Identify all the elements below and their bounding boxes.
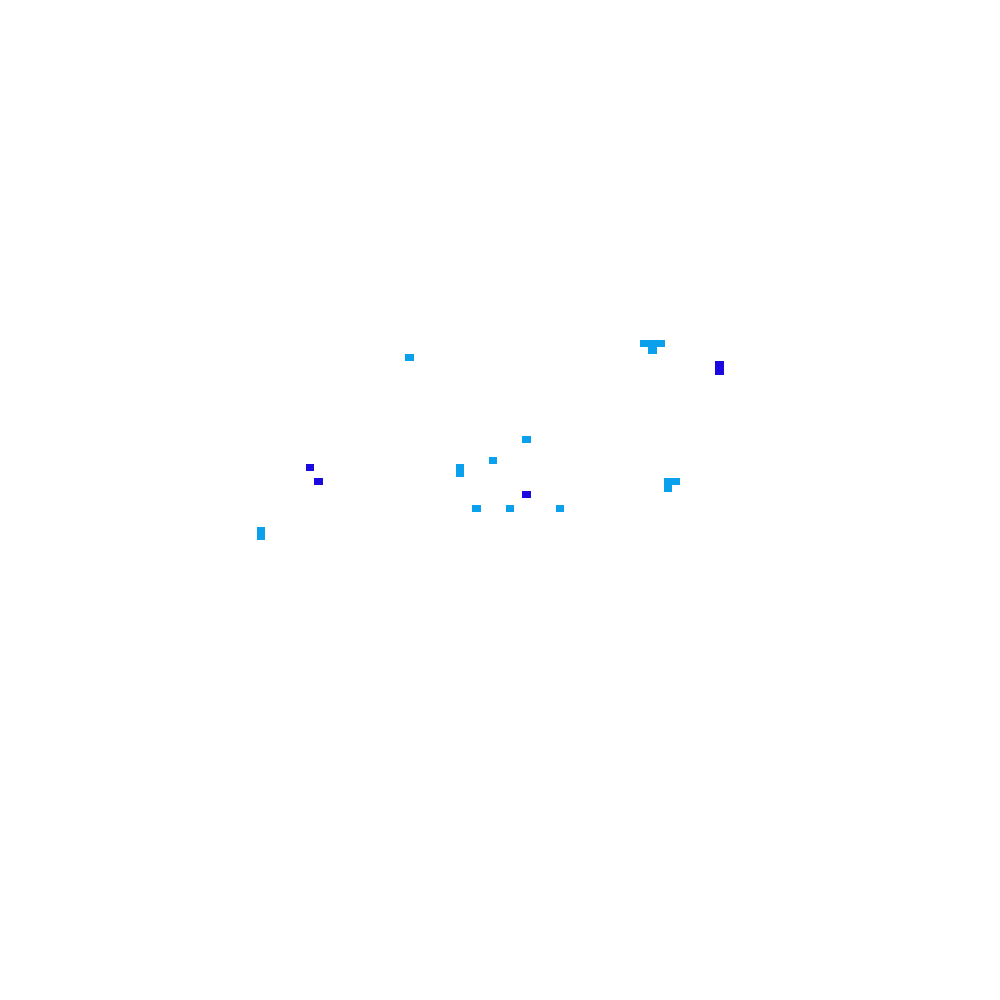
pixel-block-8: [456, 464, 464, 477]
pixel-block-9: [314, 478, 323, 485]
pixel-block-16: [257, 527, 265, 540]
pixel-block-4: [715, 361, 724, 375]
pixel-block-15: [556, 505, 564, 512]
pixel-block-6: [489, 457, 497, 464]
pixel-block-2: [640, 340, 665, 347]
pixel-block-12: [522, 491, 531, 498]
pixel-block-3: [648, 347, 657, 354]
pixel-block-7: [306, 464, 314, 471]
pixel-block-1: [405, 354, 414, 361]
pixel-block-14: [506, 505, 514, 512]
pixel-block-13: [472, 505, 481, 512]
pixel-block-11: [664, 485, 672, 492]
pixel-block-10: [664, 478, 680, 485]
pixel-block-5: [522, 436, 531, 443]
